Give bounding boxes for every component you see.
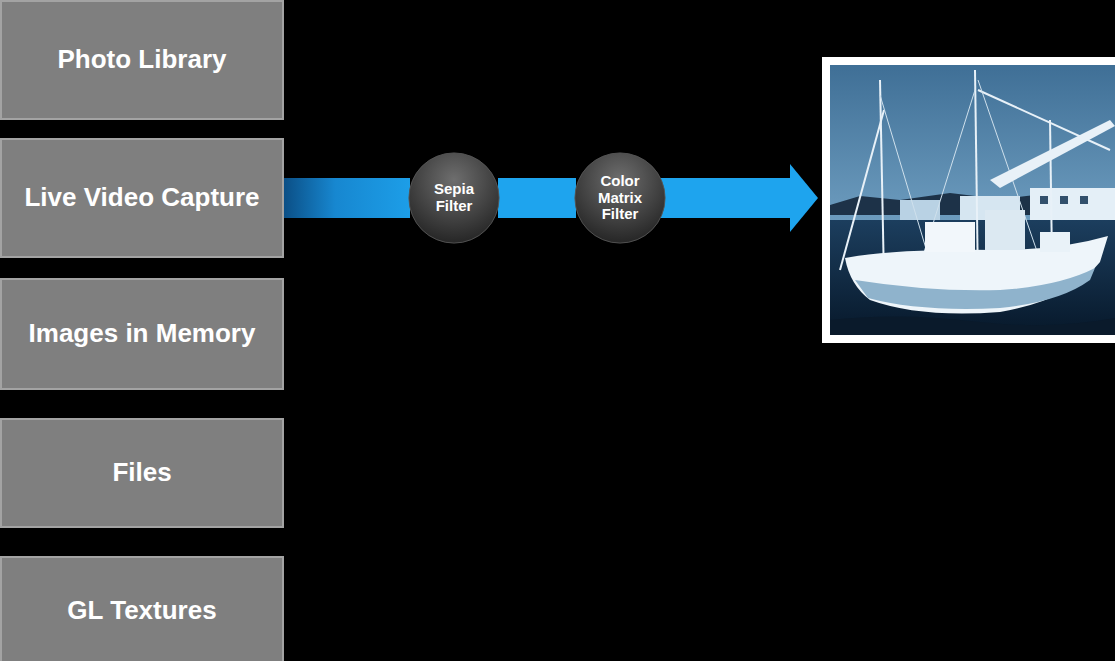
node-label: Files: [102, 457, 181, 488]
filter-circle: Sepia Filter: [408, 152, 500, 244]
pipeline-band: [284, 198, 410, 199]
photo-frame: [822, 57, 1115, 343]
source-box: Live Video Capture: [0, 138, 284, 258]
source-box: GL Textures: [0, 556, 284, 661]
node-label: Live Video Capture: [14, 182, 269, 213]
node-label: Sepia Filter: [419, 181, 489, 215]
boat-photo: [830, 65, 1115, 335]
node-label: Color Matrix Filter: [585, 173, 655, 223]
pipeline-arrow: [660, 164, 818, 232]
source-box: Photo Library: [0, 0, 284, 120]
node-label: Images in Memory: [19, 318, 266, 349]
source-box: Images in Memory: [0, 278, 284, 390]
filter-circle: Color Matrix Filter: [574, 152, 666, 244]
node-label: GL Textures: [57, 595, 226, 626]
node-label: Photo Library: [47, 44, 236, 75]
pipeline-band: [498, 198, 576, 199]
source-box: Files: [0, 418, 284, 528]
